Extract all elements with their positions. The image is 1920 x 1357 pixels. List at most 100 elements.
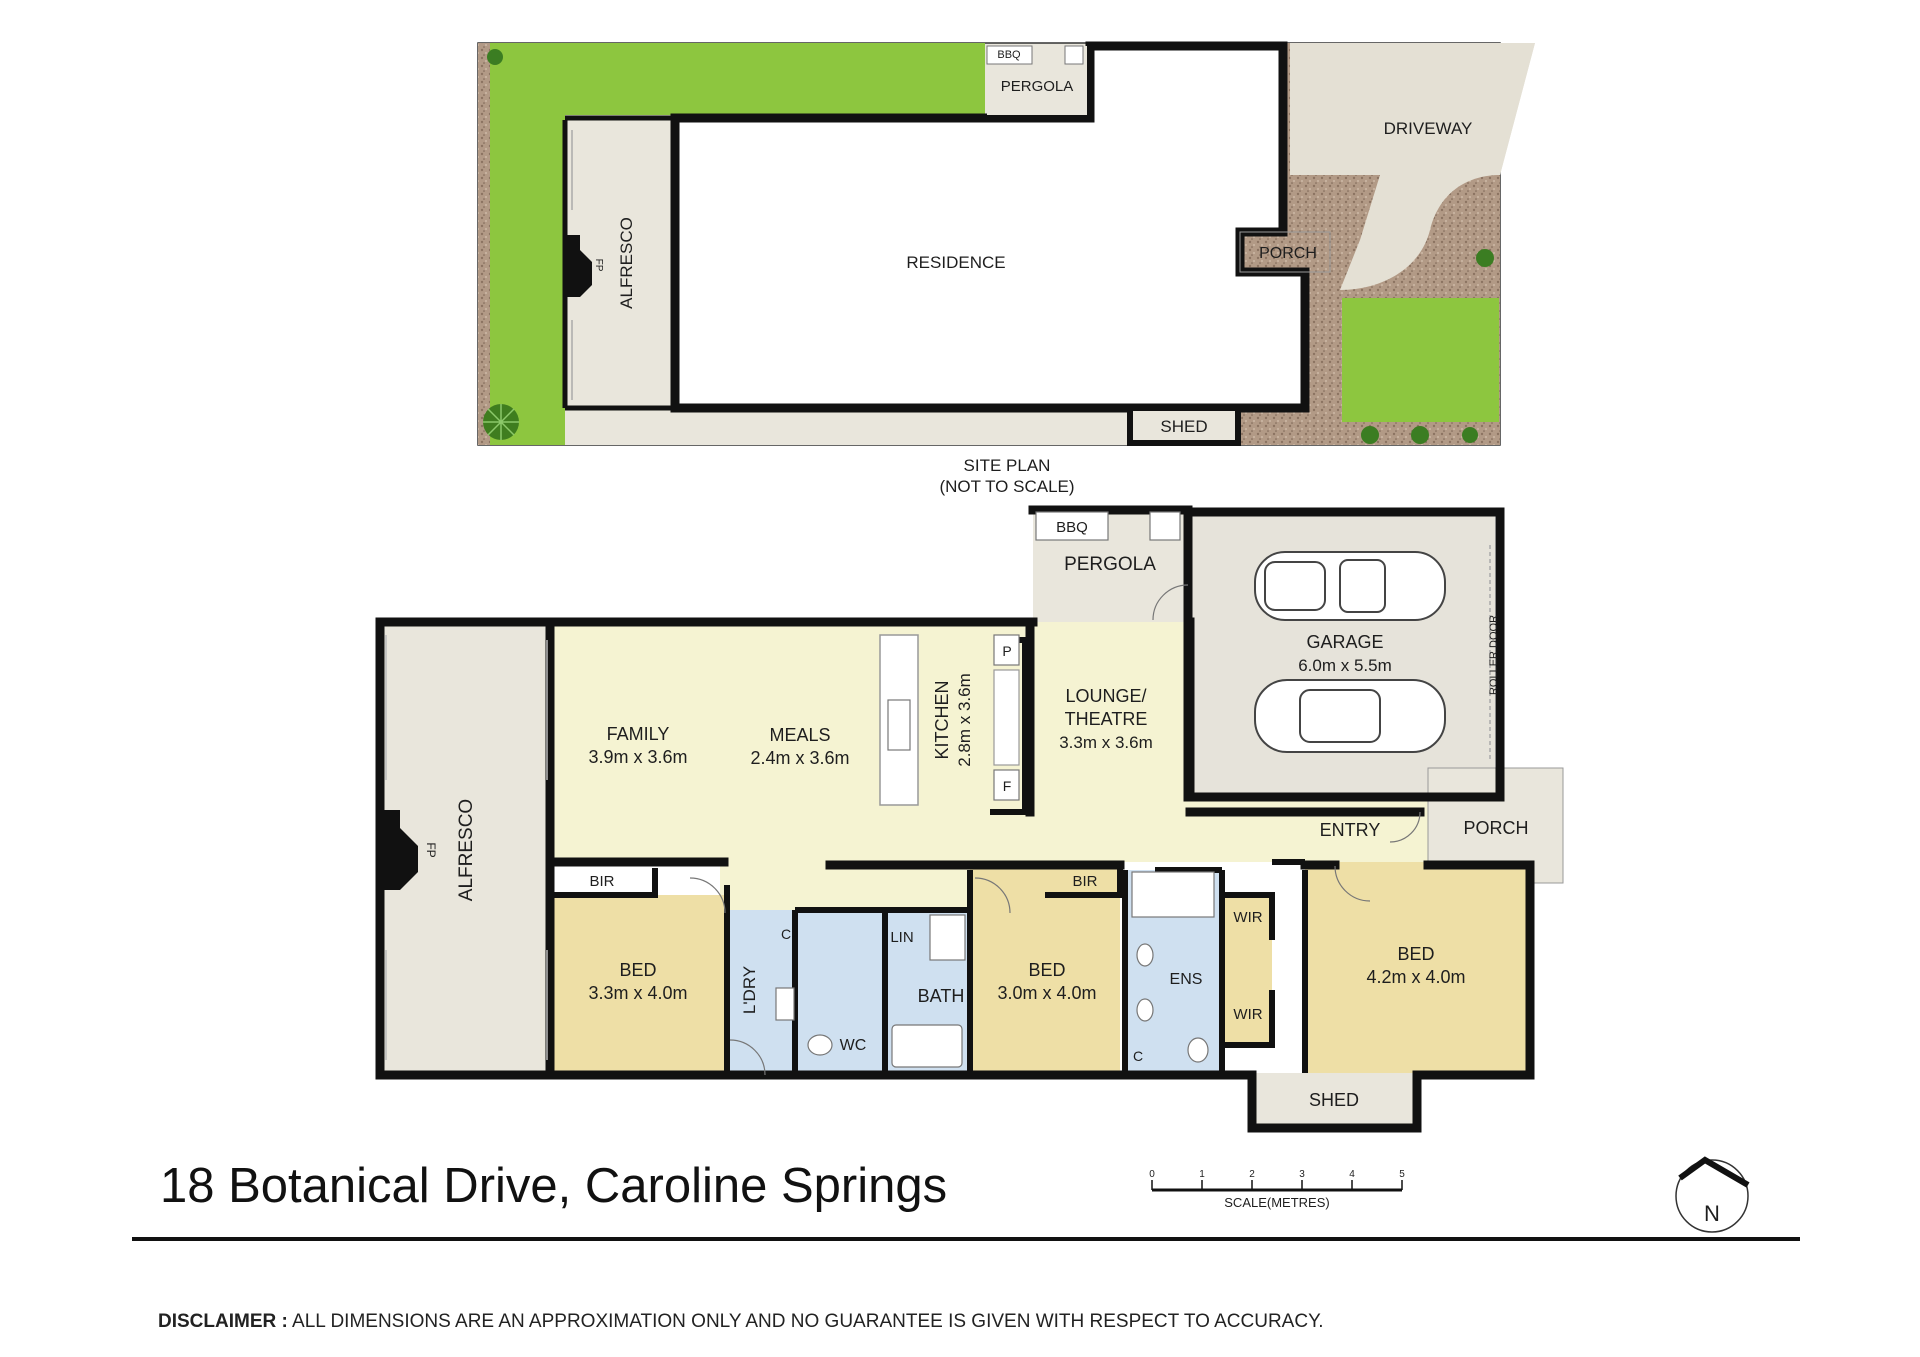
scale-tick-label: 4: [1349, 1169, 1355, 1180]
basin-icon: [1136, 998, 1154, 1022]
wir-2-label: WIR: [1233, 1006, 1262, 1023]
entry-label: ENTRY: [1320, 820, 1381, 840]
disclaimer-text: ALL DIMENSIONS ARE AN APPROXIMATION ONLY…: [287, 1311, 1324, 1332]
disclaimer: DISCLAIMER : ALL DIMENSIONS ARE AN APPRO…: [158, 1311, 1324, 1333]
bir-2-label: BIR: [1072, 873, 1097, 890]
bbq-box: [986, 45, 1033, 65]
basin-icon: [1136, 943, 1154, 967]
alfresco-fireplace-icon: [565, 235, 592, 297]
site-shed-label: SHED: [1160, 417, 1207, 436]
scale-tick-label: 3: [1299, 1169, 1305, 1180]
fireplace-icon: [380, 810, 418, 890]
kitchen-size: 2.8m x 3.6m: [955, 673, 974, 767]
ensuite-label: ENS: [1170, 971, 1203, 988]
meals-size: 2.4m x 3.6m: [750, 748, 849, 768]
scale-tick-label: 1: [1199, 1169, 1205, 1180]
bed-1-size: 3.3m x 4.0m: [588, 983, 687, 1003]
site-plan-caption: SITE PLAN: [964, 456, 1051, 475]
bed-3-area: [1305, 862, 1527, 1073]
pantry-box: [993, 634, 1020, 666]
site-shed: [1127, 405, 1241, 446]
door-swings: [689, 584, 1421, 1076]
side-garden-strip: [478, 43, 490, 445]
wir-1-label: WIR: [1233, 909, 1262, 926]
front-lawn: [1342, 298, 1499, 422]
pergola-label: PERGOLA: [1064, 554, 1156, 575]
property-address: 18 Botanical Drive, Caroline Springs: [160, 1159, 948, 1213]
bed-1-area: [553, 895, 725, 1073]
back-lawn: [478, 43, 985, 445]
bathtub-icon: [891, 1024, 963, 1068]
pantry-label: P: [1002, 643, 1011, 659]
fridge-label: F: [1003, 778, 1012, 794]
car-icon: [1254, 551, 1446, 753]
sink-icon: [887, 699, 911, 751]
shower-icon: [929, 914, 966, 961]
porch-label: PORCH: [1463, 818, 1528, 838]
shrub-icon: [487, 49, 1494, 444]
meals-label: MEALS: [769, 725, 830, 745]
disclaimer-prefix: DISCLAIMER :: [158, 1311, 288, 1332]
site-residence-label: RESIDENCE: [906, 253, 1005, 272]
wc-label: WC: [840, 1037, 867, 1054]
sink-box: [1064, 45, 1084, 65]
driveway-paving: [1290, 43, 1535, 175]
walls: [375, 505, 1535, 1133]
fridge-box: [993, 769, 1020, 801]
lounge-label: LOUNGE/: [1065, 686, 1146, 706]
laundry-label: L'DRY: [740, 966, 759, 1014]
site-plan: BBQ PERGOLA DRIVEWAY RESIDENCE PORCH SHE…: [477, 41, 1535, 496]
alfresco-label: ALFRESCO: [456, 799, 477, 901]
site-fp-label: FP: [593, 259, 604, 272]
toilet-icon: [807, 1034, 833, 1056]
site-driveway-label: DRIVEWAY: [1384, 119, 1473, 138]
footer-divider: [132, 1237, 1800, 1241]
bed-1-label: BED: [619, 960, 656, 980]
scale-label: SCALE(METRES): [1224, 1195, 1329, 1210]
bed-3-label: BED: [1397, 944, 1434, 964]
kitchen-label: KITCHEN: [932, 680, 952, 759]
garage-label: GARAGE: [1306, 632, 1383, 652]
sink-box: [1149, 511, 1181, 541]
north-label: N: [1704, 1201, 1720, 1226]
curved-garden-bed: [1340, 175, 1500, 295]
bbq-label: BBQ: [1056, 519, 1088, 536]
roller-door-label: ROLLER DOOR: [1488, 615, 1500, 695]
shed-area: [1252, 1073, 1417, 1126]
ensuite-toilet-icon: [1187, 1037, 1209, 1063]
hall-area: [720, 862, 970, 910]
lounge-size: 3.3m x 3.6m: [1059, 733, 1153, 752]
site-porch-label: PORCH: [1259, 245, 1317, 262]
scale-tick-label: 0: [1149, 1169, 1155, 1180]
bed-2-label: BED: [1028, 960, 1065, 980]
bath-label: BATH: [918, 986, 965, 1006]
site-pergola-label: PERGOLA: [1001, 78, 1074, 95]
lounge-area: [1025, 622, 1190, 812]
site-plan-caption-note: (NOT TO SCALE): [939, 477, 1074, 496]
linen-label: LIN: [890, 929, 913, 946]
bir-1-label: BIR: [589, 873, 614, 890]
garage-size: 6.0m x 5.5m: [1298, 656, 1392, 675]
wir-area: [1222, 895, 1272, 1045]
ensuite-shower-icon: [1131, 871, 1215, 918]
bed-2-size: 3.0m x 4.0m: [997, 983, 1096, 1003]
interior-walls: [553, 637, 1308, 1073]
scale-tick-label: 2: [1249, 1169, 1255, 1180]
tree-icon: [483, 404, 519, 440]
floor-plan: BBQ PERGOLA GARAGE 6.0m x 5.5m ROLLER DO…: [375, 505, 1564, 1133]
scale-tick-label: 5: [1399, 1169, 1405, 1180]
fp-label: FP: [424, 842, 438, 857]
family-label: FAMILY: [607, 724, 670, 744]
bbq-box: [1035, 511, 1109, 541]
cupboard-1-label: C: [781, 926, 791, 942]
laundry-tub-icon: [775, 987, 795, 1021]
family-size: 3.9m x 3.6m: [588, 747, 687, 767]
alfresco-wall: [565, 115, 675, 411]
site-bbq-label: BBQ: [997, 49, 1021, 61]
lounge-label-line2: THEATRE: [1065, 709, 1148, 729]
compass-icon: N: [1675, 1156, 1750, 1233]
shed-label: SHED: [1309, 1090, 1359, 1110]
cupboard-2-label: C: [1133, 1048, 1143, 1064]
side-path: [565, 408, 1130, 445]
